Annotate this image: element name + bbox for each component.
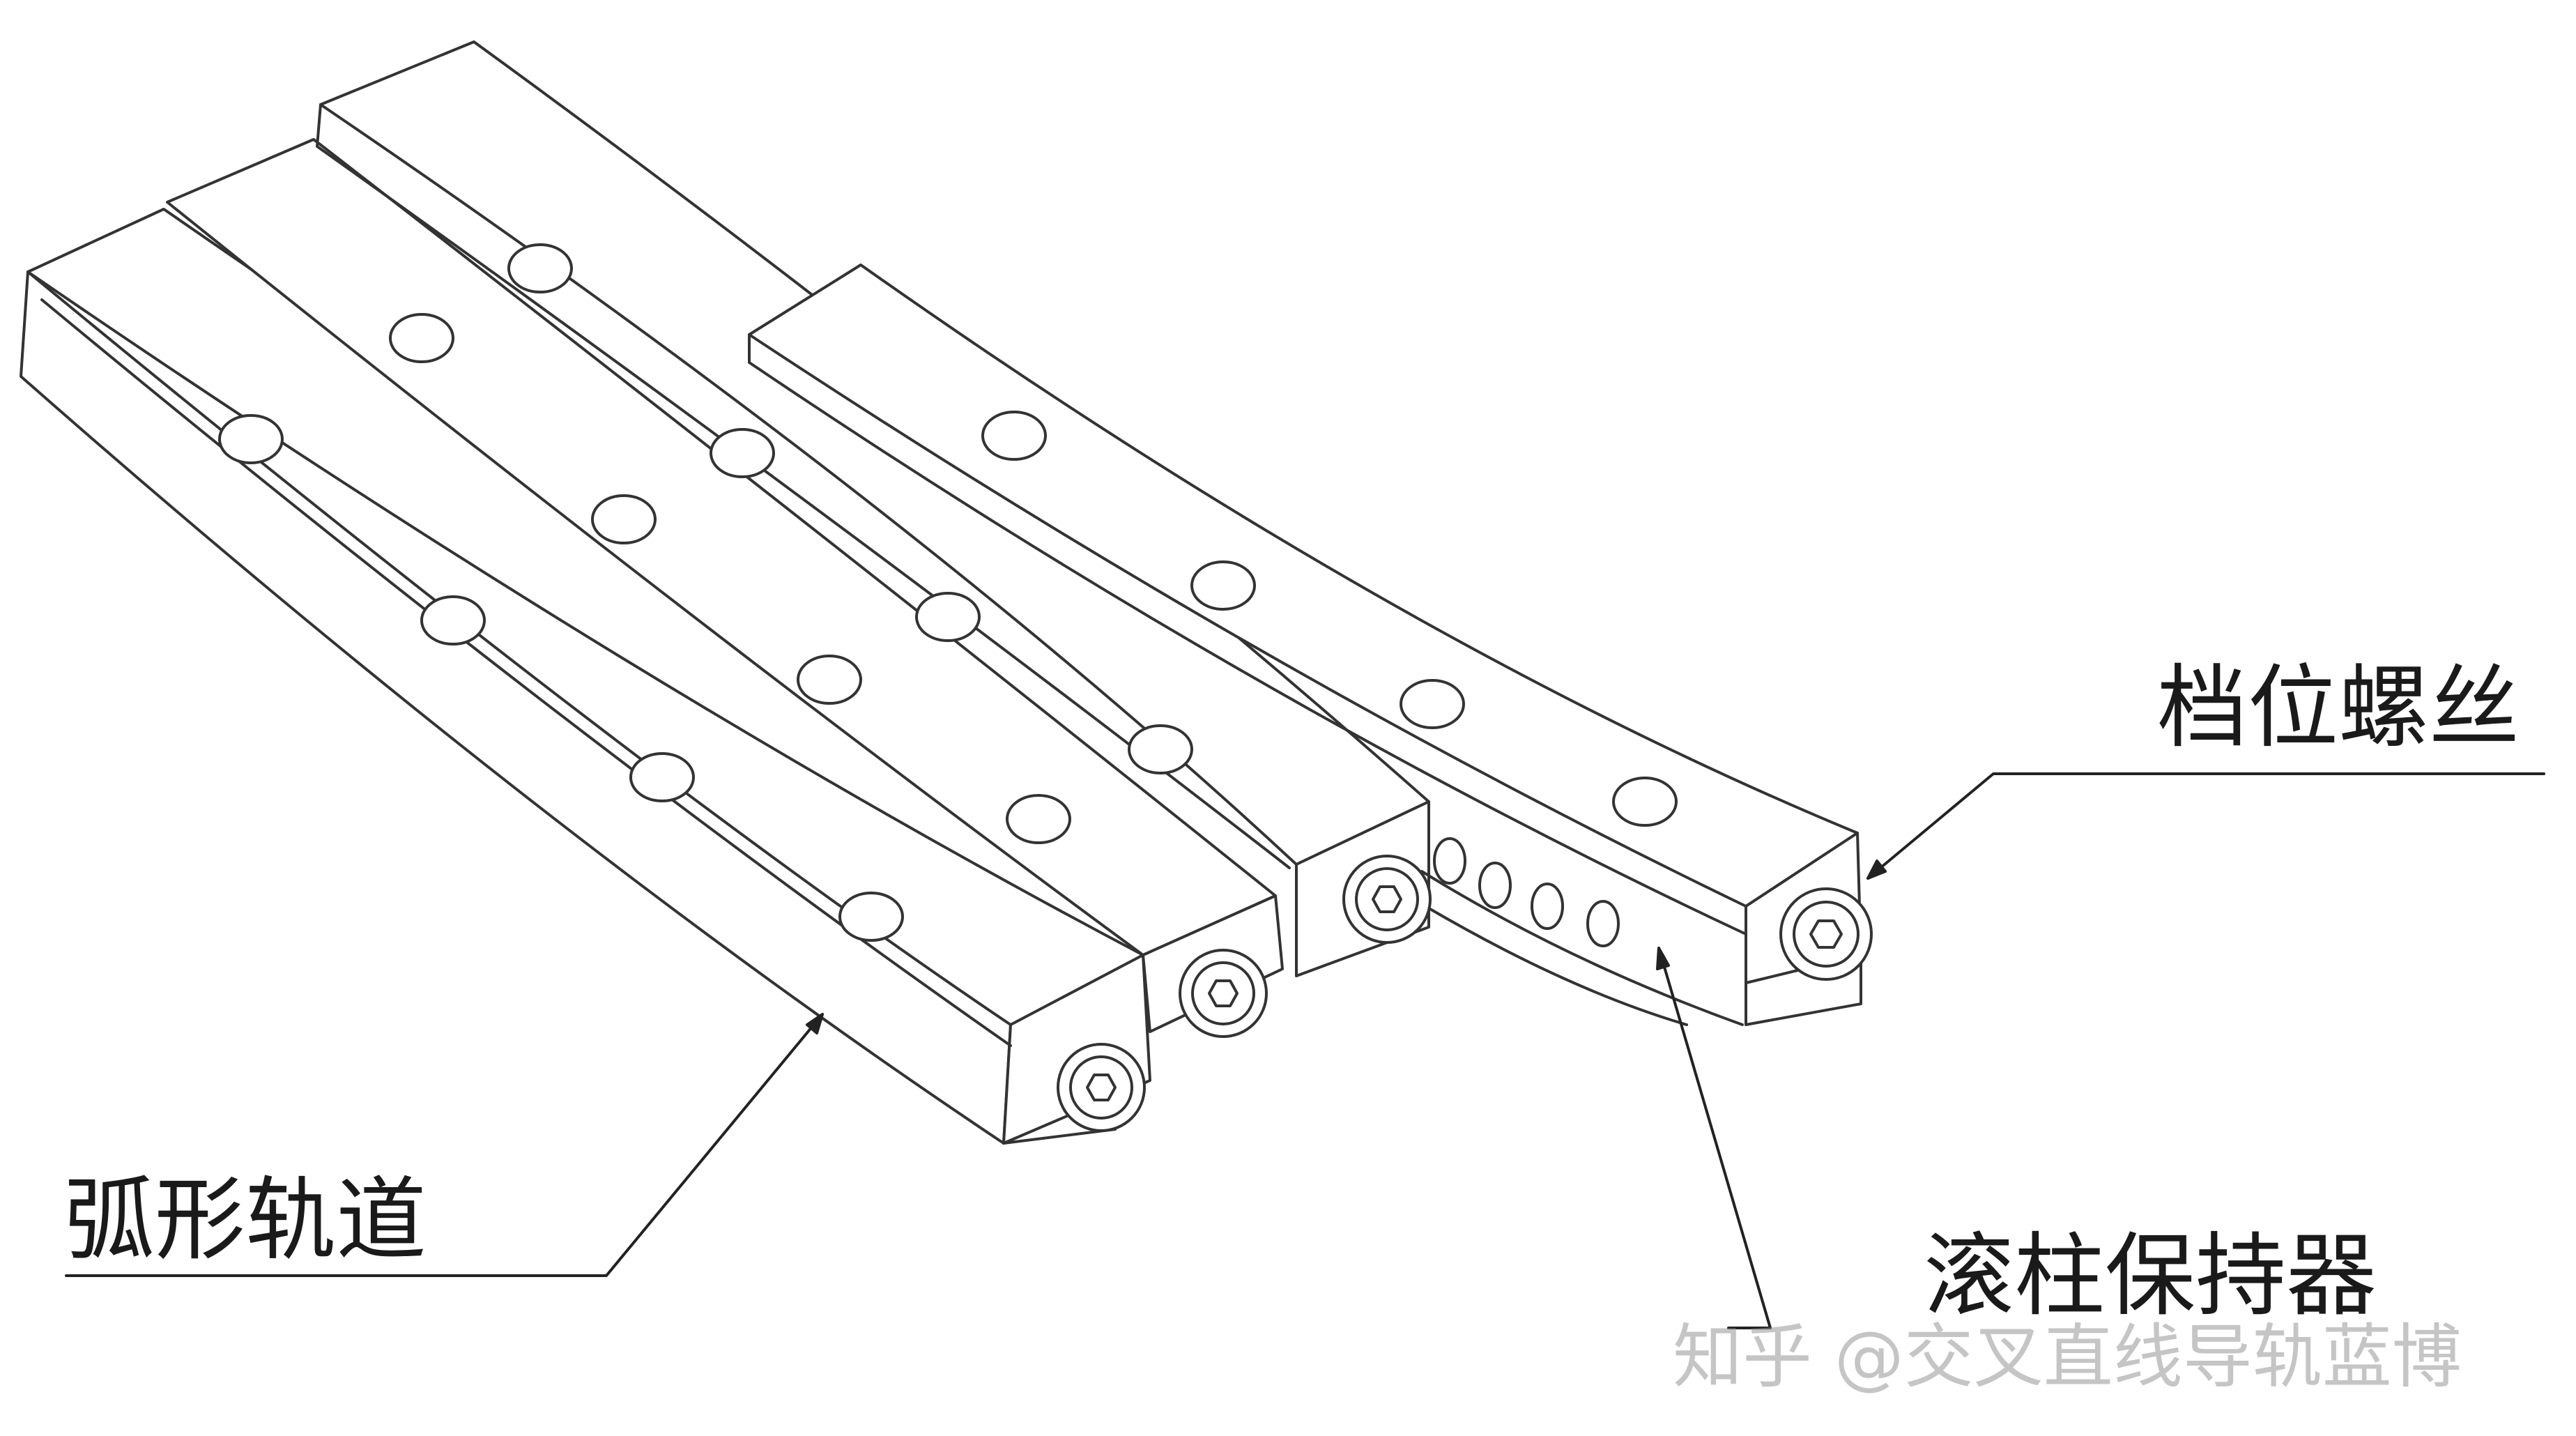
watermark: 知乎 @交叉直线导轨蓝博 <box>1673 1316 2462 1398</box>
stop-screw-2 <box>1179 949 1268 1038</box>
stop-screw-1 <box>1057 1043 1146 1132</box>
stop-screw-3 <box>1342 855 1432 944</box>
leader-lines <box>65 772 2545 1329</box>
label-stop-screw: 档位螺丝 <box>2157 655 2520 761</box>
label-roller-cage: 滚柱保持器 <box>1924 1223 2377 1329</box>
stop-screw-4 <box>1779 887 1873 981</box>
mounting-holes <box>218 243 1678 942</box>
label-arc-track: 弧形轨道 <box>64 1167 427 1273</box>
stop-screws <box>1057 855 1873 1132</box>
roller-cage <box>1433 837 1620 947</box>
